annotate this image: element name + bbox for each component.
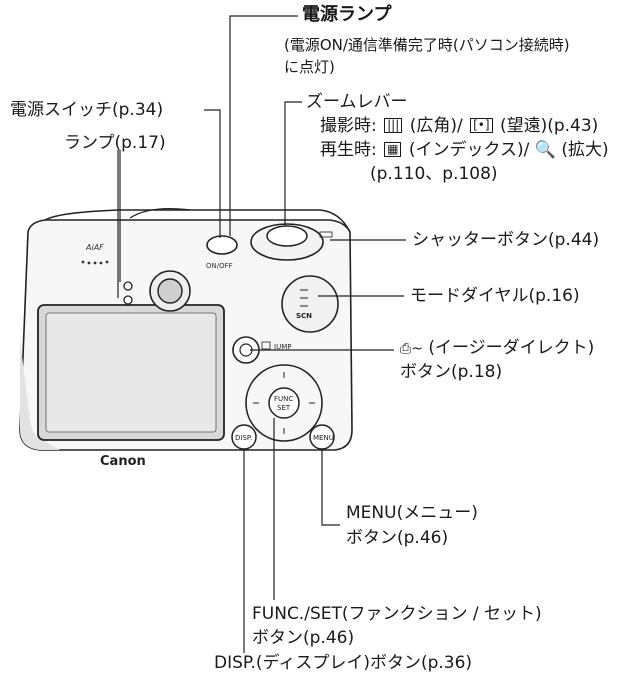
leader-power-switch (204, 109, 221, 238)
on-off-mark: ON/OFF (206, 262, 233, 270)
viewfinder-inner (157, 278, 183, 304)
zoom-shooting-line: 撮影時: ||| (広角)/ [•] (望遠)(p.43) (320, 116, 598, 137)
model-mark: AiAF (85, 243, 104, 252)
leader-power-lamp (229, 15, 298, 236)
func-button-label-2: ボタン(p.46) (252, 628, 355, 648)
disp-text: DISP. (235, 434, 252, 442)
mode-dial-label: モードダイヤル(p.16) (410, 286, 580, 306)
camera-left-bump (129, 208, 191, 219)
jump-label: JUMP (273, 343, 291, 351)
print-share-icon: ⎙~ (400, 341, 423, 357)
set-text: SET (277, 404, 291, 412)
speaker-grille (81, 260, 109, 265)
power-lamp-note-2: に点灯) (284, 58, 335, 76)
mode-dial-scn: SCN (296, 312, 312, 320)
func-button-label-1: FUNC./SET(ファンクション / セット) (252, 604, 542, 624)
controller-arrows (253, 372, 315, 434)
direct-button-label-2: ボタン(p.18) (400, 362, 503, 382)
power-lamp-note-1: (電源ON/通信準備完了時(パソコン接続時) (284, 36, 570, 54)
direct-button-line: ⎙~ (イージーダイレクト) (400, 338, 594, 360)
lamp-upper (123, 281, 133, 291)
index-icon: ▦ (384, 142, 402, 157)
menu-button-label-2: ボタン(p.46) (346, 528, 449, 548)
zoom-playback-index: (インデックス)/ (408, 140, 530, 160)
leader-zoom (284, 101, 302, 226)
direct-button-label-1: (イージーダイレクト) (428, 338, 595, 358)
shutter-button-label: シャッターボタン(p.44) (412, 230, 600, 250)
zoom-playback-prefix: 再生時: (320, 140, 377, 160)
zoom-indicator (319, 231, 333, 238)
menu-button-label-1: MENU(メニュー) (346, 503, 478, 523)
power-switch-label: 電源スイッチ(p.34) (10, 100, 164, 120)
zoom-playback-pages: (p.110、p.108) (370, 164, 498, 184)
zoom-shooting-wide: (広角)/ (409, 116, 463, 136)
zoom-playback-line: 再生時: ▦ (インデックス)/ 🔍 (拡大) (320, 140, 609, 161)
leader-menu (321, 449, 340, 526)
lcd-inner (45, 312, 217, 433)
mode-dial-marks (300, 289, 308, 307)
func-text: FUNC (274, 395, 293, 403)
power-lamp-label: 電源ランプ (302, 4, 392, 25)
leader-lines (117, 15, 406, 653)
camera-body-shadow (20, 340, 60, 450)
disp-button-label: DISP.(ディスプレイ)ボタン(p.36) (214, 653, 473, 673)
lamp-lower (123, 295, 133, 305)
zoom-shooting-tele: (望遠)(p.43) (499, 116, 599, 136)
jump-mark (261, 341, 271, 350)
zoom-lever-label: ズームレバー (306, 92, 408, 112)
mode-dial-shape (281, 275, 339, 333)
menu-text: MENU (313, 434, 334, 442)
magnify-icon: 🔍 (534, 140, 556, 160)
zoom-playback-magnify: (拡大) (561, 140, 609, 160)
brand-logo: Canon (100, 454, 146, 469)
wide-angle-icon: ||| (384, 118, 403, 133)
func-set-button-shape (268, 387, 300, 419)
lamp-label: ランプ(p.17) (64, 133, 166, 153)
telephoto-icon: [•] (470, 118, 493, 133)
shutter-button-shape (266, 225, 308, 247)
power-button-shape (206, 235, 238, 255)
zoom-shooting-prefix: 撮影時: (320, 116, 377, 136)
